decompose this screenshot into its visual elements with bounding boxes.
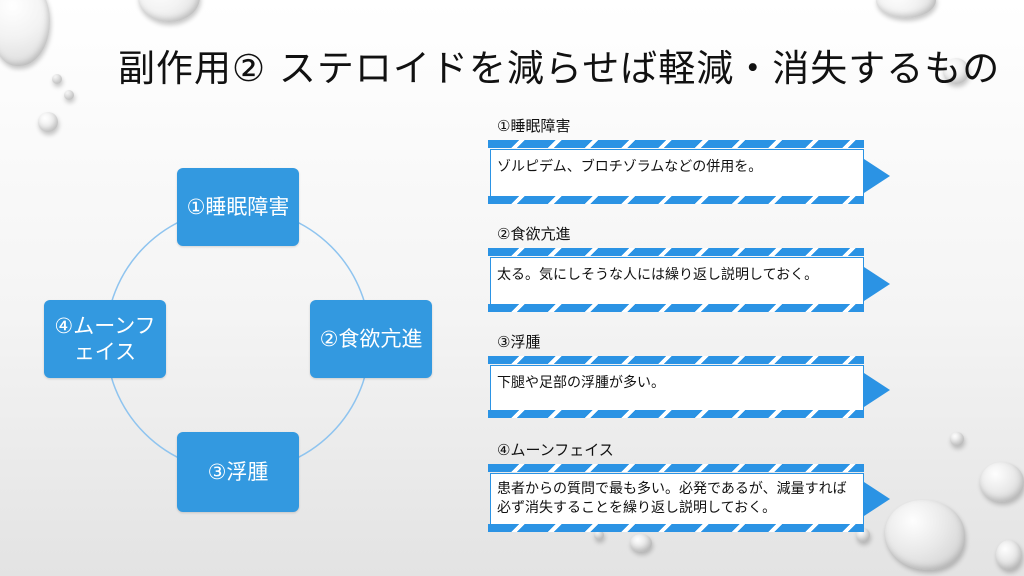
water-drop-decoration (594, 530, 604, 540)
water-drop-decoration (52, 74, 62, 84)
item-text: 患者からの質問で最も多い。必発であるが、減量すれば必ず消失することを繰り返し説明… (497, 481, 847, 516)
water-drop-decoration (950, 432, 964, 446)
cycle-node-label: ①睡眠障害 (186, 194, 290, 219)
water-drop-decoration (980, 462, 1024, 502)
item-band-bottom (488, 524, 864, 532)
water-drop-decoration (996, 540, 1022, 570)
cycle-node-edema: ③浮腫 (177, 432, 299, 512)
cycle-node-moon-face: ④ムーンフェイス (44, 300, 166, 378)
item-band-top (488, 464, 864, 472)
item-heading: ①睡眠障害 (497, 117, 571, 135)
water-drop-decoration (64, 90, 74, 100)
water-drop-decoration (630, 534, 652, 552)
cycle-node-label: ④ムーンフェイス (54, 313, 156, 364)
water-drop-decoration (138, 0, 200, 22)
water-drop-decoration (943, 58, 969, 84)
item-text-box: 太る。気にしそうな人には繰り返し説明しておく。 (490, 257, 864, 311)
cycle-node-label: ②食欲亢進 (319, 326, 423, 351)
arrow-icon (864, 373, 890, 407)
arrow-icon (864, 159, 890, 193)
arrow-icon (864, 482, 890, 516)
slide-title: 副作用② ステロイドを減らせば軽減・消失するもの (118, 47, 1001, 90)
item-text-box: 患者からの質問で最も多い。必発であるが、減量すれば必ず消失することを繰り返し説明… (490, 473, 864, 529)
water-drop-decoration (38, 112, 58, 132)
item-band-top (488, 248, 864, 256)
item-band-top (488, 356, 864, 364)
arrow-icon (864, 267, 890, 301)
item-heading: ③浮腫 (497, 333, 541, 351)
item-text-box: ゾルピデム、ブロチゾラムなどの併用を。 (490, 149, 864, 203)
item-text-box: 下腿や足部の浮腫が多い。 (490, 365, 864, 415)
cycle-node-appetite: ②食欲亢進 (310, 300, 432, 378)
item-text: 太る。気にしそうな人には繰り返し説明しておく。 (497, 267, 819, 283)
item-band-top (488, 140, 864, 148)
item-band-bottom (488, 196, 864, 204)
cycle-node-label: ③浮腫 (207, 459, 269, 484)
item-band-bottom (488, 410, 864, 418)
item-heading: ④ムーンフェイス (497, 441, 614, 459)
item-heading: ②食欲亢進 (497, 225, 571, 243)
cycle-node-sleep-disorder: ①睡眠障害 (177, 168, 299, 246)
water-drop-decoration (876, 0, 936, 18)
water-drop-decoration (885, 500, 965, 570)
item-band-bottom (488, 304, 864, 312)
item-text: ゾルピデム、ブロチゾラムなどの併用を。 (497, 159, 763, 175)
item-text: 下腿や足部の浮腫が多い。 (497, 375, 665, 391)
